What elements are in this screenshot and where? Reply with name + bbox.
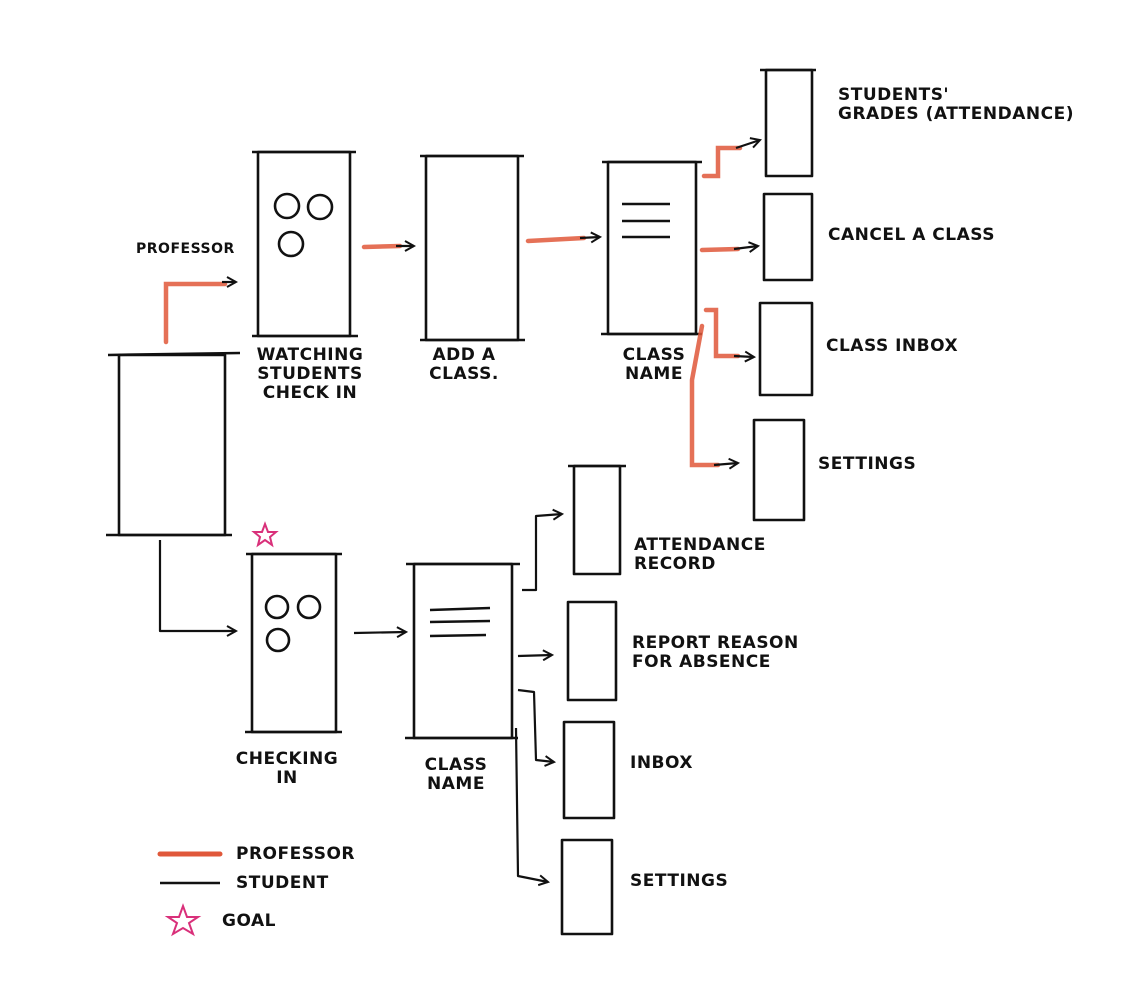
arrow-to-prof-class <box>579 237 600 238</box>
legend-goal-star <box>164 903 202 937</box>
checking-in-screen <box>250 552 338 734</box>
arrow-to-grades <box>735 140 760 150</box>
legend-goal-label: GOAL <box>222 911 276 931</box>
prof-settings-label: SETTINGS <box>818 454 917 474</box>
legend-student-label: STUDENT <box>236 873 329 893</box>
stud-settings-label: SETTINGS <box>630 871 729 891</box>
prof-path-add-name <box>525 235 587 244</box>
stud-class-name-label: CLASS NAME <box>424 755 488 794</box>
arrow-to-stud-class <box>353 632 406 633</box>
prof-path-watch-add <box>361 243 403 250</box>
report-absence-label: REPORT REASON FOR ABSENCE <box>632 633 799 672</box>
stud-class-name-screen <box>412 562 514 740</box>
report-absence-screen <box>566 600 618 702</box>
cancel-class-screen <box>762 192 814 282</box>
watching-label: WATCHING STUDENTS CHECK IN <box>256 345 364 403</box>
add-class-screen <box>424 154 520 342</box>
prof-path-settings <box>689 323 721 468</box>
prof-class-name-screen <box>606 160 698 336</box>
class-inbox-screen <box>758 301 814 397</box>
legend-professor-label: PROFESSOR <box>236 844 355 864</box>
checkin-circle-2 <box>296 594 322 620</box>
arrow-to-prof-settings <box>713 463 738 465</box>
checkin-circle-1 <box>264 594 290 620</box>
class-inbox-label: CLASS INBOX <box>826 336 959 356</box>
watch-circle-2 <box>306 193 334 221</box>
prof-class-name-label: CLASS NAME <box>622 345 686 384</box>
prof-path-cancel <box>699 246 741 253</box>
prof-path-grades <box>701 145 743 179</box>
attendance-screen <box>572 464 622 576</box>
attendance-label: ATTENDANCE RECORD <box>634 535 766 574</box>
watch-circle-1 <box>273 192 301 220</box>
grades-screen <box>764 68 814 178</box>
watch-circle-3 <box>277 230 305 258</box>
arrow-to-inbox <box>517 688 554 762</box>
stud-settings-screen <box>560 838 614 936</box>
professor-role-label: PROFESSOR <box>136 241 235 257</box>
add-class-label: ADD A CLASS. <box>429 345 499 384</box>
prof-settings-screen <box>752 418 806 522</box>
inbox-label: INBOX <box>630 753 693 773</box>
prof-path-inbox <box>703 307 741 359</box>
arrow-to-checking-in <box>158 540 236 631</box>
goal-star <box>251 521 279 548</box>
arrow-to-report <box>517 655 552 656</box>
checking-in-label: CHECKING IN <box>235 749 339 788</box>
arrow-to-attendance <box>522 514 562 592</box>
cancel-class-label: CANCEL A CLASS <box>828 225 995 245</box>
arrow-to-stud-settings <box>514 727 548 882</box>
arrow-to-class-inbox <box>733 356 754 357</box>
grades-label: STUDENTS' GRADES (ATTENDANCE) <box>838 85 1074 124</box>
prof-path-start <box>163 281 228 345</box>
inbox-screen <box>562 720 616 820</box>
start-screen <box>117 353 227 537</box>
arrow-to-cancel <box>733 246 758 249</box>
checkin-circle-3 <box>265 627 291 653</box>
